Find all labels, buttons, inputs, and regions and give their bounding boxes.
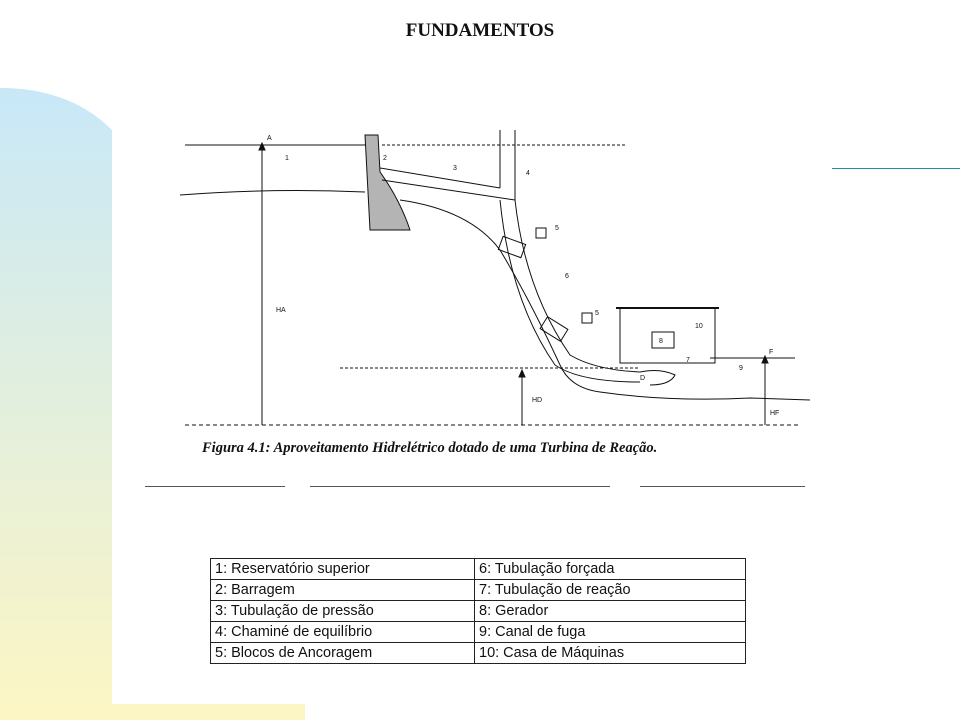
slide-title: FUNDAMENTOS xyxy=(405,20,555,41)
legend-cell: 9: Canal de fuga xyxy=(474,621,746,643)
legend-row: 1: Reservatório superior 6: Tubulação fo… xyxy=(210,558,746,580)
scan-line-middle xyxy=(310,486,610,487)
label-ha: HA xyxy=(276,307,286,314)
legend-row: 3: Tubulação de pressão 8: Gerador xyxy=(210,600,746,622)
anchor-block-2 xyxy=(539,316,569,342)
dam xyxy=(364,134,411,231)
legend-table: 1: Reservatório superior 6: Tubulação fo… xyxy=(210,558,746,664)
pressure-tunnel-top xyxy=(379,167,501,189)
legend-cell: 8: Gerador xyxy=(474,600,746,622)
accent-line xyxy=(832,168,960,169)
penstock-top xyxy=(514,199,641,373)
label-6: 6 xyxy=(565,273,569,280)
legend-cell: 5: Blocos de Ancoragem xyxy=(210,642,475,664)
diagram-labels: 1 2 3 4 5 5 6 7 8 9 10 A D F HA HD HF xyxy=(267,135,779,417)
anchor-block-1 xyxy=(497,235,527,259)
label-3: 3 xyxy=(453,165,457,172)
head-a-arrowhead xyxy=(258,141,266,151)
legend-cell: 7: Tubulação de reação xyxy=(474,579,746,601)
legend-cell: 1: Reservatório superior xyxy=(210,558,475,580)
label-5b: 5 xyxy=(595,310,599,317)
anchor-marker-2 xyxy=(581,312,593,324)
reservoir-bed xyxy=(179,190,366,196)
legend-row: 2: Barragem 7: Tubulação de reação xyxy=(210,579,746,601)
label-hd: HD xyxy=(532,397,542,404)
head-f-arrowhead xyxy=(761,354,769,364)
head-d-arrowhead xyxy=(518,368,526,378)
label-a: A xyxy=(267,135,272,142)
label-f: F xyxy=(769,349,773,356)
label-d: D xyxy=(640,375,645,382)
legend-row: 5: Blocos de Ancoragem 10: Casa de Máqui… xyxy=(210,642,746,664)
scan-line-left xyxy=(145,486,285,487)
scan-line-right xyxy=(640,486,805,487)
pressure-tunnel-bottom xyxy=(381,179,516,201)
label-10: 10 xyxy=(695,323,703,330)
hillside xyxy=(399,199,811,401)
label-7: 7 xyxy=(686,357,690,364)
label-9: 9 xyxy=(739,365,743,372)
generator xyxy=(651,331,675,349)
label-8: 8 xyxy=(659,338,663,345)
legend-cell: 3: Tubulação de pressão xyxy=(210,600,475,622)
label-2: 2 xyxy=(383,155,387,162)
penstock-bottom xyxy=(499,199,641,383)
turbine xyxy=(639,370,676,386)
legend-cell: 10: Casa de Máquinas xyxy=(474,642,746,664)
anchor-marker-1 xyxy=(535,227,547,239)
legend-cell: 2: Barragem xyxy=(210,579,475,601)
legend-cell: 6: Tubulação forçada xyxy=(474,558,746,580)
label-1: 1 xyxy=(285,155,289,162)
label-5a: 5 xyxy=(555,225,559,232)
hydro-plant-diagram: 1 2 3 4 5 5 6 7 8 9 10 A D F HA HD HF xyxy=(179,130,811,426)
label-4: 4 xyxy=(526,170,530,177)
legend-row: 4: Chaminé de equilíbrio 9: Canal de fug… xyxy=(210,621,746,643)
label-hf: HF xyxy=(770,410,779,417)
figure-caption: Figura 4.1: Aproveitamento Hidrelétrico … xyxy=(202,440,658,456)
powerhouse xyxy=(619,307,716,364)
legend-cell: 4: Chaminé de equilíbrio xyxy=(210,621,475,643)
